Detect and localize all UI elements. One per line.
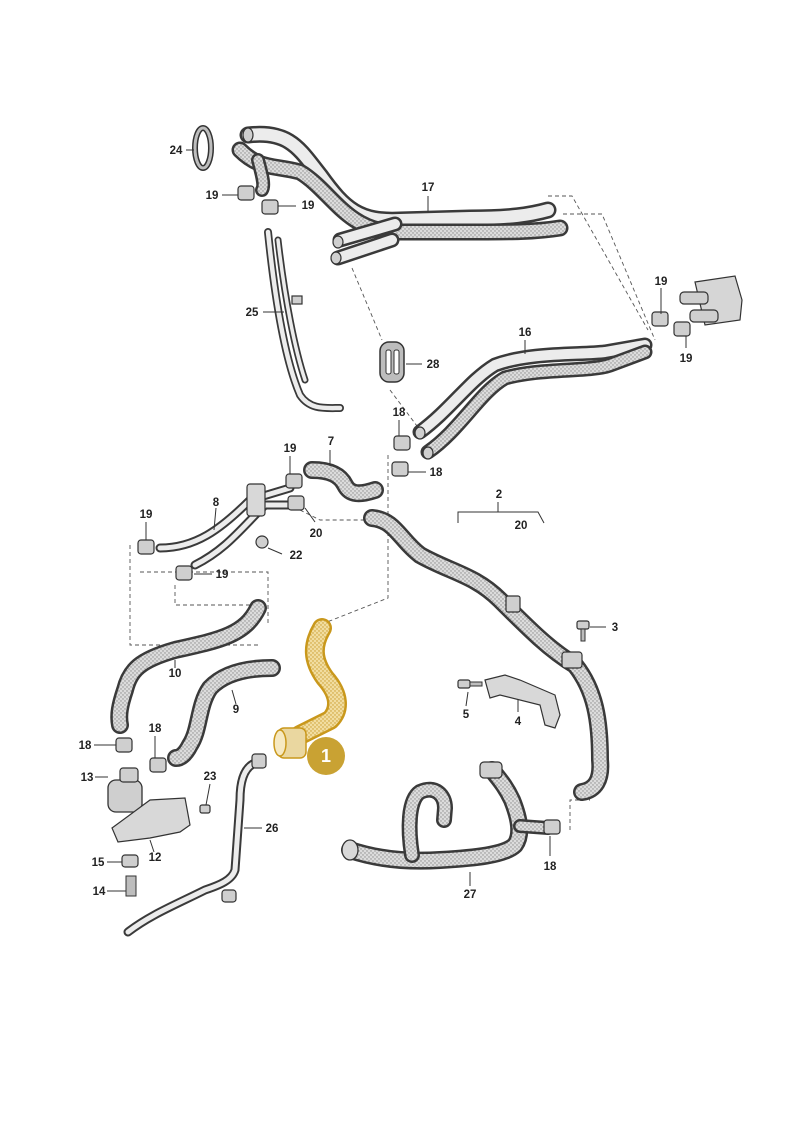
label-25: 25 xyxy=(246,307,259,319)
label-7: 7 xyxy=(328,436,334,448)
part-19-clips-upper xyxy=(237,185,279,215)
label-9: 9 xyxy=(233,704,239,716)
part-10-hose xyxy=(110,599,267,734)
part-2-long-hose xyxy=(363,509,610,801)
label-15: 15 xyxy=(92,857,105,869)
part-18-clips-left xyxy=(115,737,167,773)
part-27-lower-hose-assembly xyxy=(341,761,561,870)
label-19f: 19 xyxy=(140,509,153,521)
part-17-upper-hose-assembly xyxy=(231,125,569,266)
label-5: 5 xyxy=(463,709,470,721)
label-14: 14 xyxy=(93,886,106,898)
part-1-callout-label: 1 xyxy=(321,746,331,766)
label-27: 27 xyxy=(464,889,477,901)
label-22: 22 xyxy=(290,550,303,562)
label-18a: 18 xyxy=(393,407,406,419)
label-12: 12 xyxy=(149,852,162,864)
label-18b: 18 xyxy=(430,467,443,479)
label-2: 2 xyxy=(496,489,502,501)
label-23: 23 xyxy=(204,771,217,783)
dashed-reference-lines xyxy=(129,195,656,830)
label-19a: 19 xyxy=(206,190,219,202)
label-19e: 19 xyxy=(284,443,297,455)
label-16: 16 xyxy=(519,327,532,339)
label-8: 8 xyxy=(213,497,220,509)
label-28: 28 xyxy=(427,359,440,371)
part-13-coolant-pump xyxy=(107,767,143,813)
label-19g: 19 xyxy=(216,569,229,581)
part-14-bolt xyxy=(125,875,137,897)
part-8-pipe-assembly xyxy=(155,483,297,570)
clips-left-middle xyxy=(137,473,305,581)
part-12-bracket xyxy=(111,797,191,843)
label-18e: 18 xyxy=(544,861,557,873)
label-10: 10 xyxy=(169,668,182,680)
label-13: 13 xyxy=(81,772,94,784)
label-24: 24 xyxy=(170,145,183,157)
label-17: 17 xyxy=(422,182,435,194)
part-23-bolt xyxy=(199,804,211,814)
part-18-clips-middle xyxy=(391,435,411,477)
label-20a: 20 xyxy=(310,528,323,540)
label-19d: 19 xyxy=(680,353,693,365)
part-28-grommet xyxy=(379,341,405,383)
heater-connector-right xyxy=(679,275,743,326)
part-5-bolt xyxy=(457,679,483,689)
part-4-bracket xyxy=(484,674,561,729)
part-1-callout-badge[interactable]: 1 xyxy=(307,737,345,775)
label-18d: 18 xyxy=(149,723,162,735)
part-9-hose xyxy=(167,659,281,767)
part-1-highlighted-hose[interactable] xyxy=(273,618,347,759)
part-19-clips-right xyxy=(651,311,691,337)
label-18c: 18 xyxy=(79,740,92,752)
part-26-metal-pipe xyxy=(123,753,267,937)
label-3: 3 xyxy=(612,622,618,634)
label-20b: 20 xyxy=(515,520,528,532)
label-19b: 19 xyxy=(302,200,315,212)
part-15-nut xyxy=(121,854,139,868)
label-19c: 19 xyxy=(655,276,668,288)
label-26: 26 xyxy=(266,823,279,835)
part-3-bolt xyxy=(576,620,590,642)
leader-lines xyxy=(94,149,687,892)
part-24-seal-ring xyxy=(192,125,214,171)
part-number-labels: 24 19 19 17 25 16 28 19 19 18 18 19 7 8 … xyxy=(79,145,693,901)
label-4: 4 xyxy=(515,716,522,728)
part-7-hose xyxy=(303,461,384,503)
part-25-metal-pipe xyxy=(264,228,344,413)
part-16-double-hose xyxy=(412,337,653,460)
